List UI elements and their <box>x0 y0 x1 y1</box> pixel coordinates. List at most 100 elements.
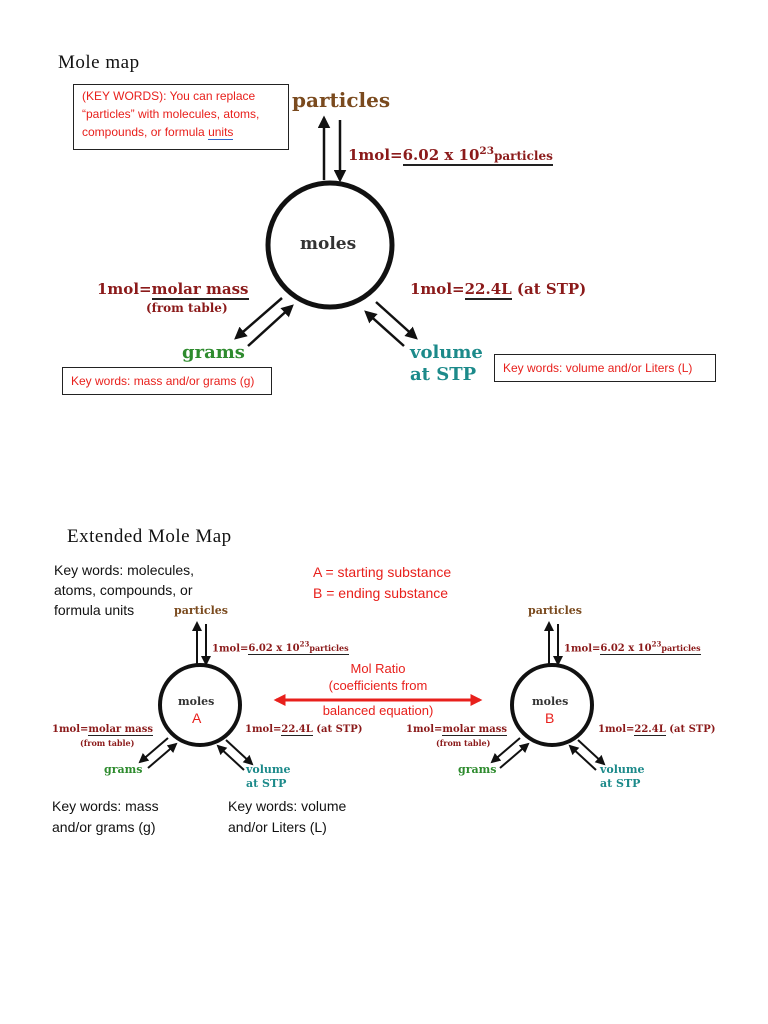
keywords-units: units <box>208 125 234 140</box>
moles-label: moles <box>300 234 357 254</box>
molar-mass-b: molar mass <box>442 724 507 736</box>
moles-label-b: moles <box>532 695 569 708</box>
vol-stp-b: (at STP) <box>665 724 716 735</box>
substance-legend: A = starting substance B = ending substa… <box>313 562 451 604</box>
molar-mass-a: molar mass <box>88 724 153 736</box>
vol-prefix: 1mol= <box>410 280 465 298</box>
molar-prefix: 1mol= <box>97 280 152 298</box>
grams-keywords-box: Key words: mass and/or grams (g) <box>62 367 272 395</box>
letter-a: A <box>192 710 202 726</box>
kw-particles-3: formula units <box>54 602 135 618</box>
letter-b: B <box>545 710 555 726</box>
arrow-to-grams <box>234 297 283 340</box>
ratio-line-3: balanced equation) <box>322 703 434 718</box>
avogadro-unit: particles <box>494 149 553 163</box>
ratio-line-2: (coefficients from <box>328 678 428 693</box>
vol-stp-a: (at STP) <box>312 724 363 735</box>
kw-volume-2: and/or Liters (L) <box>228 819 327 835</box>
from-table-label: (from table) <box>146 301 228 315</box>
vol-prefix-b: 1mol= <box>598 724 635 735</box>
extended-keywords-mass: Key words: mass and/or grams (g) <box>52 796 159 838</box>
arrow-to-volume-b <box>577 739 606 766</box>
volume-label-b: volume at STP <box>600 763 645 791</box>
moles-circle-a <box>158 663 242 747</box>
arrow-to-volume <box>375 301 418 340</box>
kw-volume-1: Key words: volume <box>228 798 347 814</box>
keywords-line-3a: compounds, or formula <box>82 125 209 139</box>
keywords-particles-box: (KEY WORDS): You can replace “particles”… <box>73 84 289 150</box>
arrow-from-volume <box>364 310 405 347</box>
vol-stp: (at STP) <box>511 280 587 298</box>
arrow-to-volume-a <box>225 739 254 766</box>
conv-prefix-a: 1mol= <box>212 643 249 655</box>
particles-conversion-a: 1mol=6.02 x 1023particles <box>212 640 349 656</box>
avogadro-base-a: 6.02 x 10 <box>248 643 300 655</box>
legend-b: B = ending substance <box>313 585 449 601</box>
volume-label: volume at STP <box>410 342 483 386</box>
conv-prefix: 1mol= <box>348 146 403 164</box>
volume-a-2: at STP <box>246 777 287 790</box>
molar-conversion-b: 1mol=molar mass <box>406 724 507 736</box>
avogadro-exp-a: 23 <box>299 640 310 649</box>
keywords-line-1: (KEY WORDS): You can replace <box>82 89 256 103</box>
molar-mass-text: molar mass <box>151 280 249 300</box>
arrow-from-volume-b <box>568 744 597 771</box>
from-table-b: (from table) <box>436 738 491 748</box>
molar-prefix-a: 1mol= <box>52 724 89 735</box>
molar-conversion-a: 1mol=molar mass <box>52 724 153 736</box>
moles-circle <box>265 180 395 310</box>
volume-conversion-b: 1mol=22.4L (at STP) <box>598 724 716 736</box>
from-table-a: (from table) <box>80 738 135 748</box>
arrow-to-grams-a <box>138 737 169 764</box>
ratio-line-1: Mol Ratio <box>350 661 406 676</box>
avogadro-a: 6.02 x 1023particles <box>248 640 349 656</box>
avogadro-number: 6.02 x 1023particles <box>402 145 553 166</box>
grams-label-b: grams <box>458 763 497 776</box>
vol-value: 22.4L <box>464 280 512 300</box>
vol-value-b: 22.4L <box>634 724 666 736</box>
volume-b-2: at STP <box>600 777 641 790</box>
particles-label: particles <box>292 88 391 112</box>
conv-prefix-b: 1mol= <box>564 643 601 655</box>
avogadro-exp: 23 <box>479 145 495 157</box>
vol-prefix-a: 1mol= <box>245 724 282 735</box>
avogadro-base-b: 6.02 x 10 <box>600 643 652 655</box>
volume-b-1: volume <box>600 763 645 776</box>
arrow-from-grams-b <box>499 742 530 769</box>
molar-prefix-b: 1mol= <box>406 724 443 735</box>
volume-conversion: 1mol=22.4L (at STP) <box>410 280 587 300</box>
extended-keywords-particles: Key words: molecules, atoms, compounds, … <box>54 560 194 620</box>
particles-conversion-b: 1mol=6.02 x 1023particles <box>564 640 701 656</box>
avogadro-unit-b: particles <box>661 643 701 654</box>
legend-a: A = starting substance <box>313 564 452 580</box>
kw-particles-1: Key words: molecules, <box>54 562 195 578</box>
avogadro-base: 6.02 x 10 <box>402 146 480 164</box>
volume-a-1: volume <box>246 763 291 776</box>
arrow-from-grams-a <box>147 742 178 769</box>
vol-value-a: 22.4L <box>281 724 313 736</box>
avogadro-exp-b: 23 <box>651 640 662 649</box>
volume-conversion-a: 1mol=22.4L (at STP) <box>245 724 363 736</box>
extended-keywords-volume: Key words: volume and/or Liters (L) <box>228 796 346 838</box>
particles-label-b: particles <box>528 604 582 617</box>
extended-title: Extended Mole Map <box>67 526 232 547</box>
arrow-from-grams <box>247 304 294 347</box>
particles-label-a: particles <box>174 604 228 617</box>
arrow-from-volume-a <box>216 744 245 771</box>
molar-mass-conversion: 1mol=molar mass <box>97 280 249 300</box>
keywords-line-3: compounds, or formula units <box>82 123 280 141</box>
volume-keywords-box: Key words: volume and/or Liters (L) <box>494 354 716 382</box>
mol-ratio-label: Mol Ratio (coefficients from balanced eq… <box>278 660 478 719</box>
kw-mass-1: Key words: mass <box>52 798 159 814</box>
particles-conversion: 1mol=6.02 x 1023particles <box>348 145 553 166</box>
avogadro-b: 6.02 x 1023particles <box>600 640 701 656</box>
volume-label-a: volume at STP <box>246 763 291 791</box>
avogadro-unit-a: particles <box>309 643 349 654</box>
kw-mass-2: and/or grams (g) <box>52 819 156 835</box>
moles-label-a: moles <box>178 695 215 708</box>
grams-label: grams <box>182 342 245 363</box>
volume-line-2: at STP <box>410 364 477 385</box>
moles-circle-b <box>510 663 594 747</box>
kw-particles-2: atoms, compounds, or <box>54 582 193 598</box>
